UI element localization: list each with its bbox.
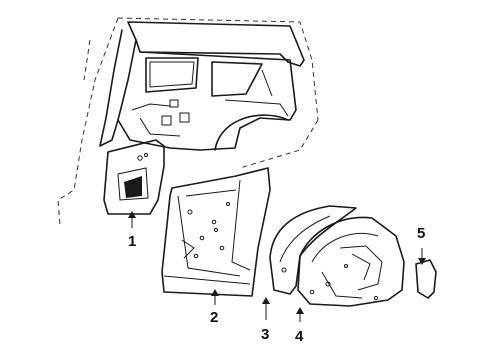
callout-1: 1	[128, 233, 136, 250]
callout-5: 5	[417, 225, 425, 242]
callout-3: 3	[261, 326, 269, 343]
part-1-quarter-trim-panel	[103, 139, 165, 215]
callout-4: 4	[295, 328, 304, 345]
callout-labels: 1 2 3 4 5	[128, 225, 425, 345]
part-5-bracket	[415, 259, 437, 299]
quarter-panel	[99, 21, 305, 151]
callout-2: 2	[210, 309, 218, 326]
vehicle-body-outline	[57, 17, 319, 226]
part-3-wheel-house	[269, 205, 357, 295]
part-2-inner-side-panel	[161, 167, 271, 297]
part-4-wheel-house-inner	[297, 216, 405, 307]
leader-lines	[128, 211, 426, 322]
